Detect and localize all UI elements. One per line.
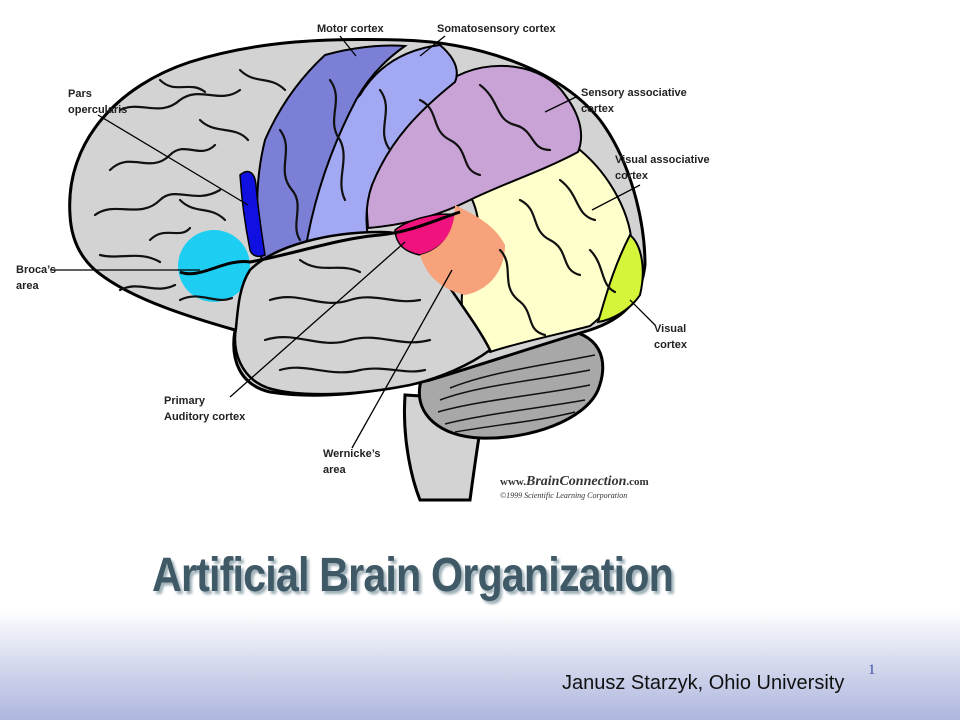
temporal-lobe (233, 230, 492, 396)
label-pars-opercularis: Pars opercularis (68, 88, 128, 116)
wernickes-area-region (420, 205, 505, 295)
label-visual-cortex: Visual cortex (654, 323, 688, 351)
slide-title: Artificial Brain Organization (152, 549, 674, 602)
brainconnection-watermark: www.BrainConnection.com ©1999 Scientific… (500, 474, 649, 500)
pars-opercularis-region (239, 170, 266, 258)
visual-cortex-region (596, 233, 644, 324)
label-brocas-area: Broca’s area (16, 264, 56, 292)
label-wernickes-area: Wernicke’s area (323, 448, 381, 476)
sylvian-fissure (179, 210, 461, 276)
visual-associative-region (460, 148, 634, 354)
label-primary-auditory-cortex: Primary Auditory cortex (164, 395, 246, 423)
label-visual-associative-cortex: Visual associative cortex (615, 154, 710, 182)
slide-number: 1 (868, 662, 876, 678)
cerebellum-folds (437, 354, 596, 433)
watermark-copyright: ©1999 Scientific Learning Corporation (500, 491, 628, 500)
watermark-site: www.BrainConnection.com (500, 474, 649, 490)
label-sensory-associative-cortex: Sensory associative cortex (581, 87, 687, 115)
label-motor-cortex: Motor cortex (317, 23, 384, 35)
watermark-brain: Brain (525, 474, 560, 489)
watermark-connection: Connection (559, 474, 627, 489)
brocas-area-region (178, 230, 250, 302)
author-line: Janusz Starzyk, Ohio University (562, 672, 845, 694)
leader-lines (50, 35, 656, 449)
label-somatosensory-cortex: Somatosensory cortex (437, 23, 556, 35)
gyri-lines (93, 68, 617, 374)
watermark-suffix: .com (626, 476, 649, 488)
footer-gradient-band (0, 610, 960, 720)
brain-diagram (50, 35, 656, 502)
watermark-prefix: www. (500, 476, 526, 488)
